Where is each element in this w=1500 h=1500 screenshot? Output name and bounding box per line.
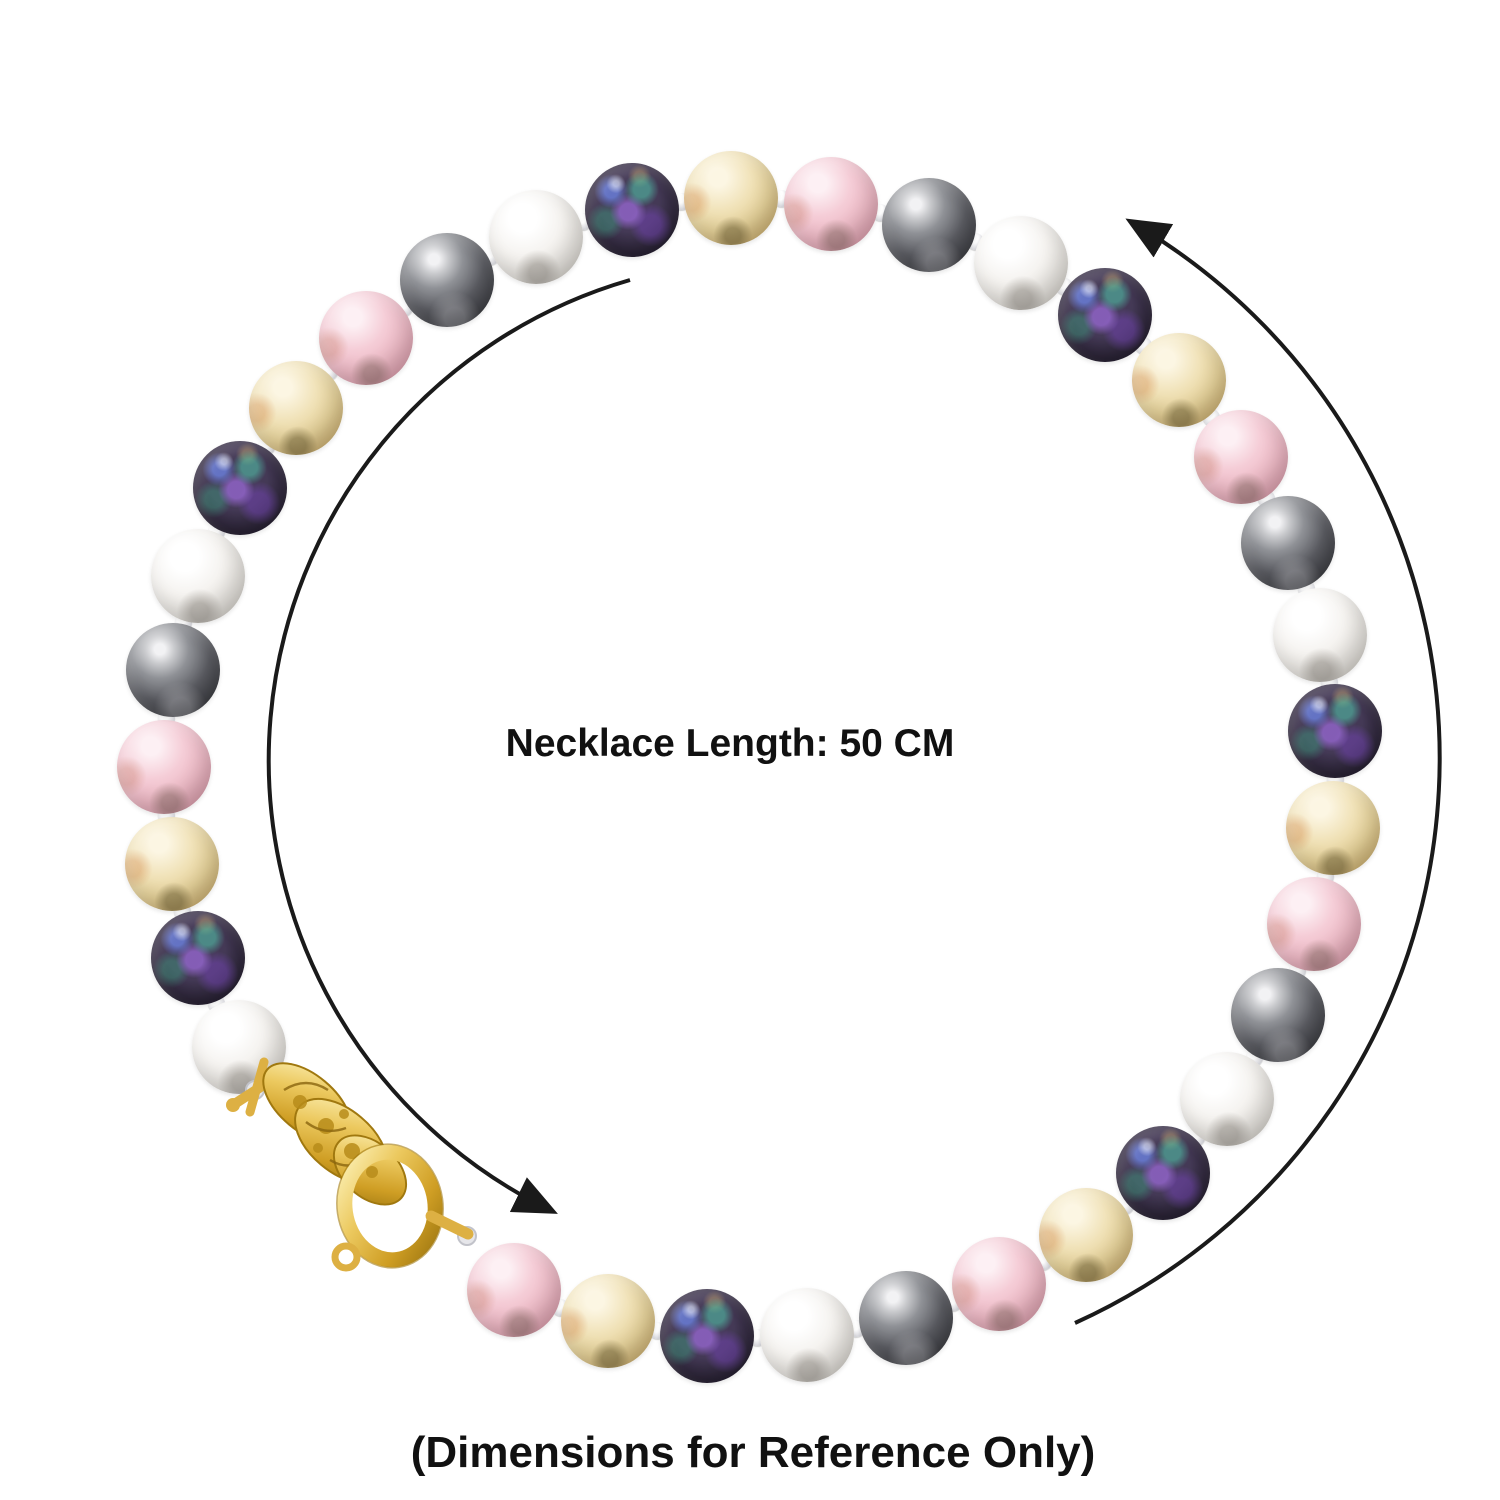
bead-pink (784, 156, 879, 251)
bead-white (760, 1288, 855, 1383)
bead-grey (125, 623, 220, 718)
clasp-safety-hook (331, 1242, 361, 1272)
bead-pink (117, 720, 211, 815)
bead-white (1180, 1051, 1275, 1146)
bead-pink (466, 1242, 561, 1337)
bead-gold (125, 817, 220, 912)
necklace-length-label: Necklace Length: 50 CM (505, 722, 955, 765)
bead-pink (1194, 409, 1288, 504)
bead-white (974, 215, 1069, 310)
length-arrow-right (1074, 218, 1442, 1325)
bead-peacock (1287, 684, 1382, 779)
bead-pink (1266, 876, 1361, 971)
bead-grey (881, 178, 976, 273)
bead-gold (249, 360, 344, 455)
bead-grey (1241, 495, 1336, 590)
bead-gold (561, 1274, 656, 1369)
bead-pink (952, 1236, 1047, 1331)
clasp-body (262, 1062, 408, 1206)
clasp-prong-knob (226, 1098, 240, 1112)
clasp-connector (425, 1210, 474, 1240)
length-arrow-left (266, 278, 631, 1214)
bead-pink (318, 290, 413, 385)
bead-gold (684, 151, 779, 246)
bead-peacock (660, 1289, 755, 1384)
dragon-clasp (226, 1057, 477, 1272)
bead-gold (1285, 781, 1380, 876)
bead-grey (399, 233, 494, 328)
bead-white (489, 190, 584, 285)
bead-peacock (150, 911, 245, 1006)
bead-grey (858, 1270, 953, 1365)
bead-grey (1231, 967, 1326, 1062)
clasp-spring-ring (337, 1144, 443, 1268)
bead-gold (1132, 333, 1227, 428)
bead-peacock (585, 162, 680, 257)
bead-gold (1038, 1188, 1133, 1283)
bead-white (151, 529, 246, 624)
bead-peacock (1115, 1125, 1210, 1220)
bead-peacock (192, 440, 287, 535)
bead-peacock (1058, 267, 1153, 362)
reference-note: (Dimensions for Reference Only) (410, 1428, 1096, 1477)
bead-white (1272, 587, 1367, 682)
clasp-spring-ring-outline (336, 1143, 444, 1269)
